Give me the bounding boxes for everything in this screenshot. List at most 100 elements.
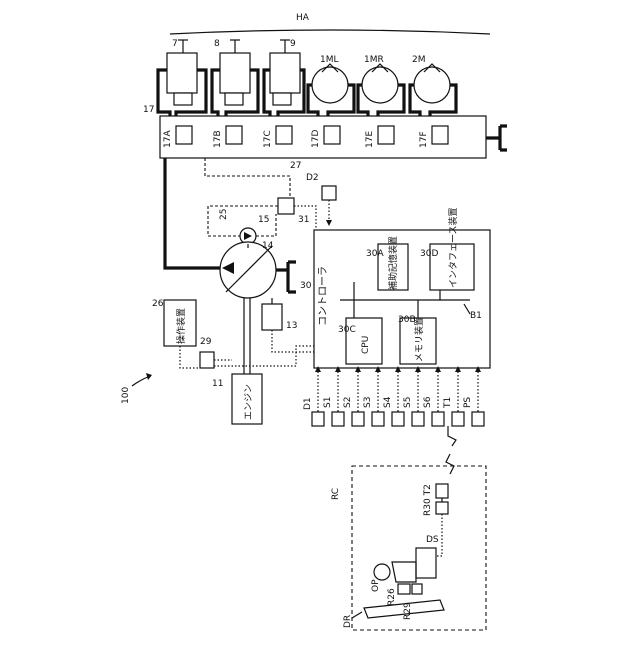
signal-13 bbox=[272, 330, 314, 352]
interface-text: インタフェース装置 bbox=[447, 207, 459, 288]
label-s5: S5 bbox=[403, 397, 413, 408]
signal-26 bbox=[180, 346, 200, 368]
label-17f: 17F bbox=[419, 131, 429, 148]
pilot-line-27 bbox=[205, 158, 290, 198]
signal-29 bbox=[214, 346, 314, 366]
sensor-signal-lines bbox=[318, 368, 478, 412]
label-17: 17 bbox=[143, 105, 154, 115]
label-s1: S1 bbox=[323, 397, 333, 408]
label-15: 15 bbox=[258, 215, 269, 225]
engine-text: エンジン bbox=[244, 384, 254, 420]
label-ha: HA bbox=[296, 13, 310, 23]
tank-symbol-cv bbox=[486, 126, 507, 150]
operator-seat bbox=[392, 562, 416, 582]
line-8a bbox=[212, 70, 220, 116]
label-7: 7 bbox=[172, 39, 178, 49]
ha-bracket bbox=[170, 30, 490, 34]
label-17d: 17D bbox=[311, 130, 321, 148]
label-100: 100 bbox=[121, 387, 131, 404]
valve-17e bbox=[378, 126, 394, 144]
label-30d: 30D bbox=[420, 249, 438, 259]
memory-text: メモリ装置 bbox=[413, 317, 425, 362]
label-r30-t2: R30 T2 bbox=[423, 484, 433, 516]
label-31: 31 bbox=[298, 215, 309, 225]
label-r26: R26 bbox=[387, 588, 397, 606]
cylinder-9 bbox=[270, 40, 300, 105]
main-supply-line bbox=[165, 158, 220, 268]
label-17c: 17C bbox=[263, 130, 273, 148]
display-ds bbox=[416, 548, 436, 578]
sensor-s3 bbox=[372, 412, 384, 426]
label-s4: S4 bbox=[383, 396, 393, 408]
label-30b: 30B bbox=[398, 315, 416, 325]
dr-leader bbox=[352, 612, 362, 618]
label-30a: 30A bbox=[366, 249, 384, 259]
motor-2m bbox=[414, 64, 450, 103]
label-d2: D2 bbox=[306, 173, 319, 183]
label-1mr: 1MR bbox=[364, 55, 384, 65]
sensor-29 bbox=[200, 352, 214, 368]
wireless-link-lower bbox=[446, 454, 454, 474]
wireless-link-upper bbox=[448, 426, 456, 446]
label-d1: D1 bbox=[303, 397, 313, 410]
label-op: OP bbox=[371, 579, 381, 592]
label-dr: DR bbox=[343, 615, 353, 628]
label-rc: RC bbox=[331, 488, 341, 500]
sensor-d2 bbox=[322, 186, 336, 200]
label-2m: 2M bbox=[412, 55, 426, 65]
regulator-13 bbox=[262, 304, 282, 330]
label-30c: 30C bbox=[338, 325, 356, 335]
label-1ml: 1ML bbox=[320, 55, 339, 65]
label-s2: S2 bbox=[343, 397, 353, 408]
sensor-s5 bbox=[412, 412, 424, 426]
valve-17d bbox=[324, 126, 340, 144]
label-r29: R29 bbox=[403, 602, 413, 620]
label-30: 30 bbox=[300, 281, 312, 291]
arrow-100 bbox=[146, 373, 152, 380]
valve-17c bbox=[276, 126, 292, 144]
label-b1: B1 bbox=[470, 311, 482, 321]
terminal-t2 bbox=[436, 484, 448, 498]
sensor-31 bbox=[278, 198, 294, 214]
cylinder-8 bbox=[220, 40, 250, 105]
sensor-s6 bbox=[432, 412, 444, 426]
label-s3: S3 bbox=[363, 397, 373, 408]
remote-input-r26 bbox=[398, 584, 410, 594]
cpu-text: CPU bbox=[361, 336, 371, 354]
controller-name: コントローラ bbox=[317, 266, 329, 326]
label-ps: PS bbox=[463, 397, 473, 408]
sensor-t1 bbox=[452, 412, 464, 426]
label-s6: S6 bbox=[423, 396, 433, 408]
aux-storage-text: 補助記憶装置 bbox=[387, 236, 399, 290]
sensor-row bbox=[312, 412, 484, 426]
label-8: 8 bbox=[214, 39, 220, 49]
label-ds: DS bbox=[426, 535, 439, 545]
sensor-s4 bbox=[392, 412, 404, 426]
label-14: 14 bbox=[262, 241, 274, 251]
receiver-r30 bbox=[436, 502, 448, 514]
label-26: 26 bbox=[152, 299, 164, 309]
valve-17f bbox=[432, 126, 448, 144]
sensor-s1 bbox=[332, 412, 344, 426]
valve-17b bbox=[226, 126, 242, 144]
sensor-ps bbox=[472, 412, 484, 426]
tank-symbol-pump bbox=[276, 262, 296, 292]
label-17a: 17A bbox=[163, 130, 173, 148]
label-9: 9 bbox=[290, 39, 296, 49]
operation-device-text: 操作装置 bbox=[175, 308, 187, 344]
remote-sensor-r29 bbox=[412, 584, 422, 594]
label-17b: 17B bbox=[213, 130, 223, 148]
label-t1: T1 bbox=[443, 397, 453, 409]
label-29: 29 bbox=[200, 337, 212, 347]
arrow-d2 bbox=[326, 220, 332, 226]
label-25: 25 bbox=[219, 209, 229, 220]
valve-17a bbox=[176, 126, 192, 144]
label-27: 27 bbox=[290, 161, 301, 171]
label-11: 11 bbox=[212, 379, 223, 389]
label-13: 13 bbox=[286, 321, 297, 331]
sensor-s2 bbox=[352, 412, 364, 426]
sensor-d1 bbox=[312, 412, 324, 426]
operator-op bbox=[374, 564, 390, 580]
